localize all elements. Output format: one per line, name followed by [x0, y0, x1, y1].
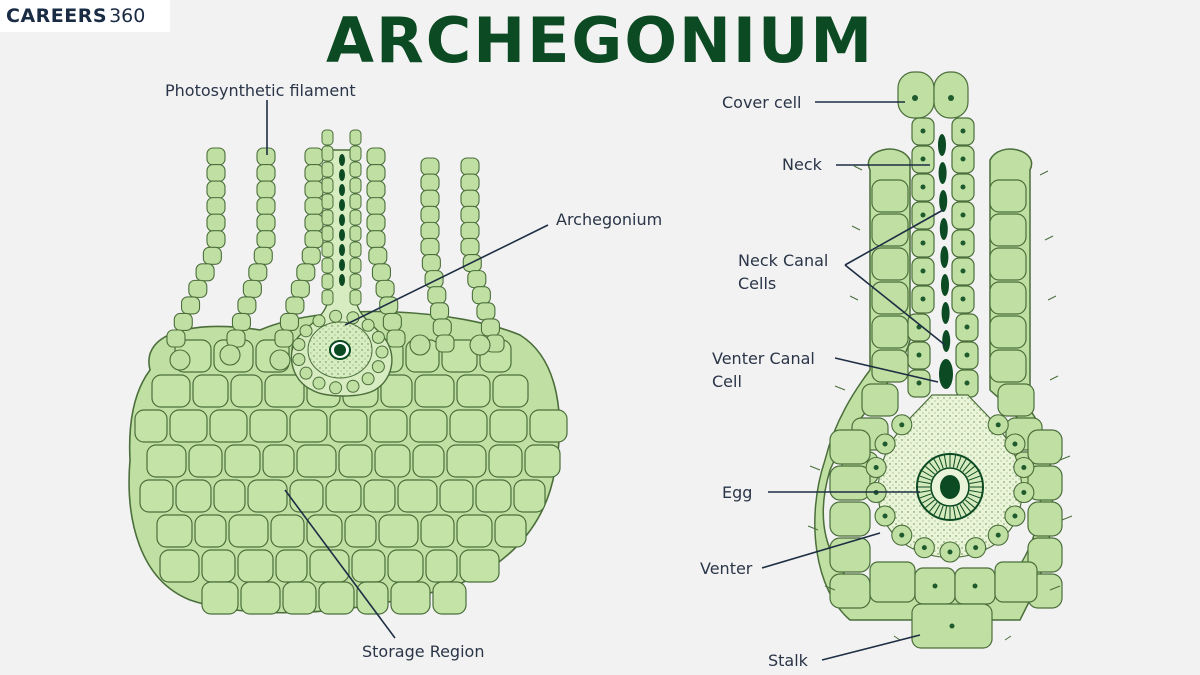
- right-archegonium: [807, 71, 1073, 649]
- label-egg: Egg: [722, 483, 752, 502]
- label-storage-region: Storage Region: [362, 642, 484, 661]
- label-venter-canal-1: Venter Canal: [712, 349, 815, 368]
- right-leaders: [761, 101, 946, 661]
- logo-number: 360: [109, 5, 146, 27]
- label-neck-canal-1: Neck Canal: [738, 251, 828, 270]
- label-cover-cell: Cover cell: [722, 93, 801, 112]
- label-neck: Neck: [782, 155, 823, 174]
- page-title: ARCHEGONIUM: [325, 4, 875, 77]
- label-photosynthetic-filament: Photosynthetic filament: [165, 81, 356, 100]
- label-archegonium: Archegonium: [556, 210, 662, 229]
- logo-word: CAREERS: [6, 5, 108, 27]
- left-archegonium: [290, 129, 393, 397]
- label-stalk: Stalk: [768, 651, 809, 670]
- label-venter-canal-2: Cell: [712, 372, 742, 391]
- left-leaders: [266, 100, 549, 639]
- storage-region: [128, 310, 568, 615]
- label-venter: Venter: [700, 559, 753, 578]
- label-neck-canal-2: Cells: [738, 274, 776, 293]
